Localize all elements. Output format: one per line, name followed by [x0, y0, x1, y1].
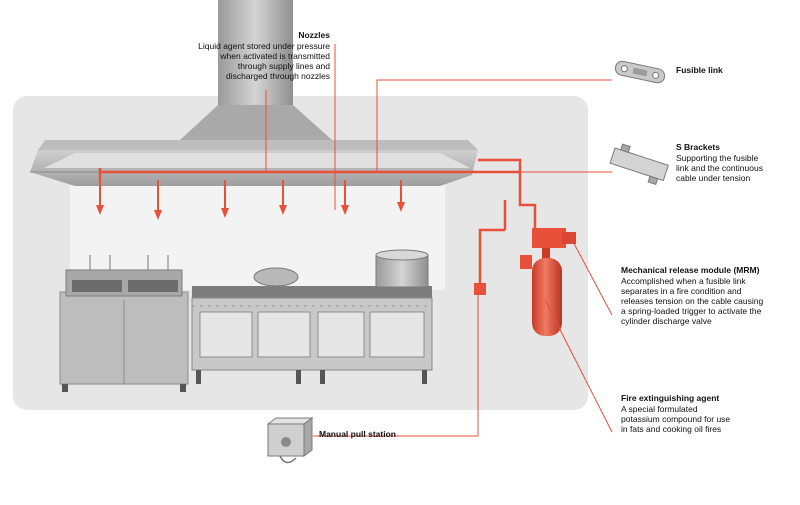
- nozzle: [96, 180, 104, 215]
- wok: [253, 267, 299, 287]
- nozzle: [341, 180, 349, 215]
- agent-callout: Fire extinguishing agent A special formu…: [621, 393, 791, 434]
- s-brackets-callout: S Brackets Supporting the fusible link a…: [676, 142, 796, 183]
- exhaust-duct: [180, 0, 332, 140]
- nozzle: [221, 180, 229, 218]
- s-brackets-description: Supporting the fusible link and the cont…: [676, 153, 763, 183]
- s-bracket-icon: [609, 143, 669, 186]
- pull-station-icon: [266, 417, 314, 464]
- mrm-callout: Mechanical release module (MRM) Accompli…: [621, 265, 796, 326]
- mrm-title: Mechanical release module (MRM): [621, 265, 760, 275]
- pull-station-title: Manual pull station: [319, 429, 396, 439]
- fusible-link-title: Fusible link: [676, 65, 723, 75]
- nozzle: [154, 180, 162, 220]
- agent-description: A special formulated potassium compound …: [621, 404, 731, 434]
- deep-fryer: [59, 255, 189, 392]
- fusible-link-icon: [614, 60, 666, 84]
- nozzles-callout: Nozzles Liquid agent stored under pressu…: [175, 30, 330, 81]
- pull-station-callout: Manual pull station: [319, 429, 429, 440]
- agent-title: Fire extinguishing agent: [621, 393, 720, 403]
- mrm-description: Accomplished when a fusible link separat…: [621, 276, 764, 326]
- agent-cylinder: [532, 248, 562, 336]
- range-oven: [191, 286, 433, 384]
- mrm-assembly: [474, 228, 576, 295]
- fusible-link-callout: Fusible link: [676, 65, 786, 76]
- nozzle: [397, 180, 405, 212]
- nozzle: [279, 180, 287, 215]
- stock-pot: [375, 249, 429, 288]
- nozzles-title: Nozzles: [298, 30, 330, 40]
- s-brackets-title: S Brackets: [676, 142, 720, 152]
- leader-lines: [265, 44, 613, 437]
- nozzles-description: Liquid agent stored under pressure when …: [198, 41, 330, 81]
- exhaust-hood: [30, 140, 478, 186]
- nozzle-row: [96, 180, 405, 220]
